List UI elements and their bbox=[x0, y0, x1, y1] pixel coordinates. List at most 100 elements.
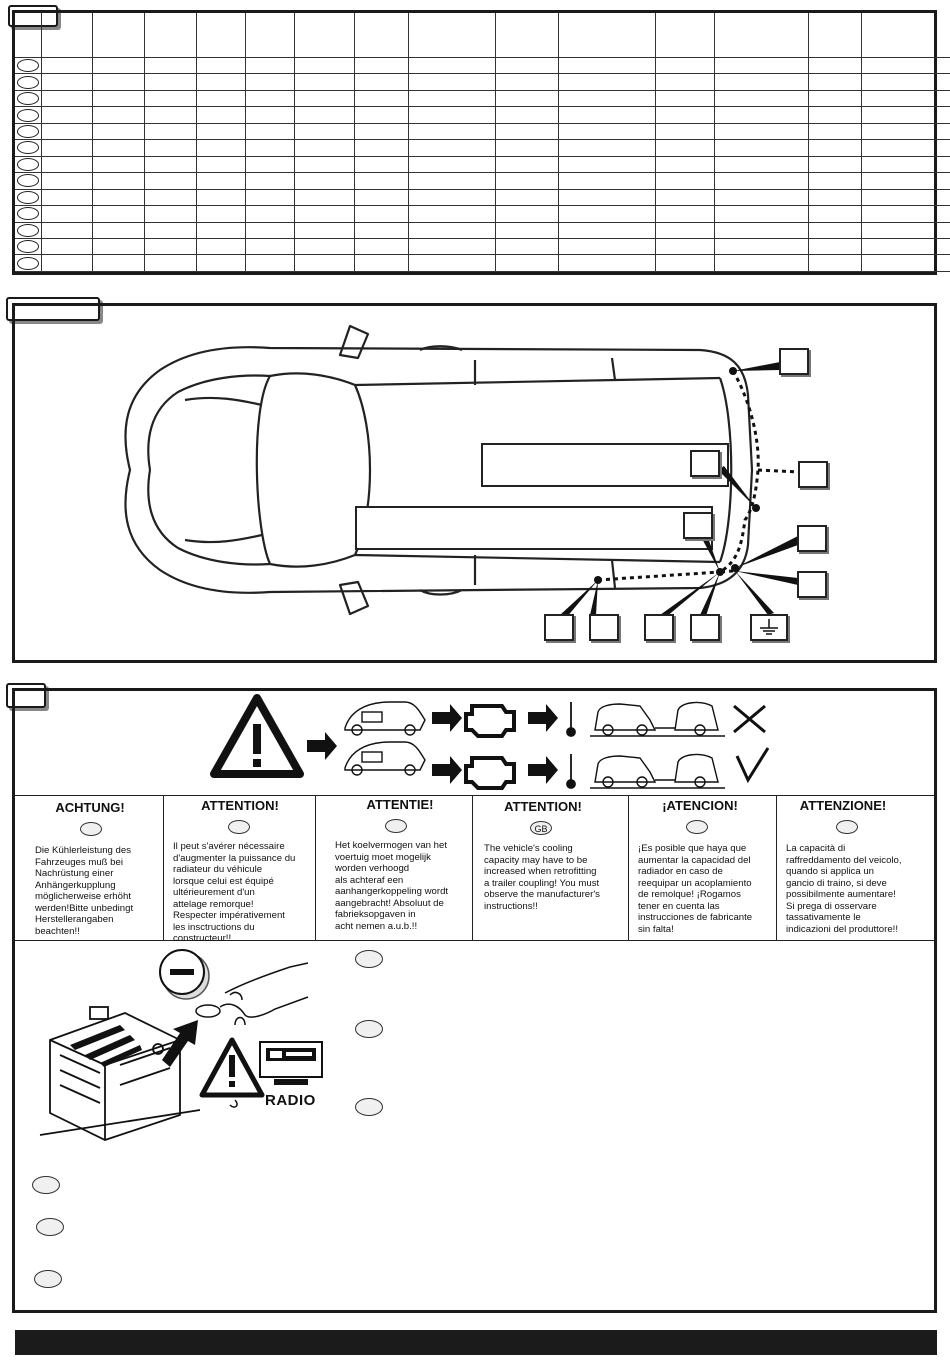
table-cell bbox=[558, 189, 656, 207]
table-header-cell bbox=[92, 13, 145, 58]
table-cell bbox=[808, 254, 862, 272]
label-box-lower bbox=[355, 506, 713, 550]
table-cell bbox=[495, 123, 559, 141]
warning-title: ATTENTION! bbox=[201, 798, 279, 813]
table-cell bbox=[808, 222, 862, 239]
table-row bbox=[15, 156, 950, 174]
table-cell bbox=[92, 90, 145, 108]
callout-box-8 bbox=[589, 614, 619, 641]
warning-text: Het koelvermogen van het voertuig moet m… bbox=[335, 840, 449, 932]
table-cell bbox=[92, 156, 145, 174]
table-cell bbox=[808, 106, 862, 124]
table-cell bbox=[354, 172, 409, 190]
table-row bbox=[15, 139, 950, 157]
instruction-pill bbox=[355, 1098, 383, 1116]
table-cell bbox=[861, 172, 950, 190]
instruction-pill bbox=[355, 1020, 383, 1038]
callout-box-7 bbox=[544, 614, 574, 641]
table-cell bbox=[92, 254, 145, 272]
table-cell bbox=[41, 189, 93, 207]
table-cell bbox=[196, 254, 246, 272]
row-marker bbox=[17, 157, 39, 171]
table-cell bbox=[558, 139, 656, 157]
table-cell bbox=[92, 222, 145, 239]
table-cell bbox=[714, 156, 809, 174]
table-header-cell bbox=[41, 13, 93, 58]
table-cell bbox=[245, 189, 295, 207]
table-cell bbox=[808, 139, 862, 157]
table-cell bbox=[92, 106, 145, 124]
table-cell bbox=[655, 73, 715, 91]
table-header-cell bbox=[196, 13, 246, 58]
left-mirror bbox=[338, 324, 370, 360]
table-cell bbox=[558, 156, 656, 174]
table-cell bbox=[495, 57, 559, 75]
table-cell bbox=[408, 238, 496, 256]
table-cell bbox=[808, 205, 862, 223]
table-cell bbox=[408, 73, 496, 91]
table-cell bbox=[861, 222, 950, 239]
table-cell bbox=[245, 90, 295, 108]
table-cell bbox=[495, 106, 559, 124]
table-cell bbox=[558, 123, 656, 141]
table-cell bbox=[354, 156, 409, 174]
cross-icon bbox=[733, 704, 766, 734]
table-cell bbox=[655, 222, 715, 239]
row-marker bbox=[17, 207, 39, 221]
table-cell bbox=[558, 90, 656, 108]
table-cell bbox=[558, 222, 656, 239]
table-cell bbox=[408, 189, 496, 207]
row-marker-cell bbox=[15, 90, 42, 108]
table-row bbox=[15, 73, 950, 91]
row-marker-cell bbox=[15, 222, 42, 239]
table-cell bbox=[495, 139, 559, 157]
wire-path-branch bbox=[757, 468, 801, 474]
table-cell bbox=[354, 106, 409, 124]
table-header-cell bbox=[144, 13, 197, 58]
table-cell bbox=[495, 222, 559, 239]
table-cell bbox=[408, 123, 496, 141]
row-marker bbox=[17, 141, 39, 155]
row-marker bbox=[17, 75, 39, 89]
instruction-pill bbox=[355, 950, 383, 968]
table-cell bbox=[558, 73, 656, 91]
table-cell bbox=[354, 222, 409, 239]
row-marker bbox=[17, 92, 39, 106]
table-cell bbox=[41, 254, 93, 272]
table-cell bbox=[655, 205, 715, 223]
radio-label: RADIO bbox=[265, 1092, 316, 1109]
table-cell bbox=[294, 222, 355, 239]
table-row bbox=[15, 123, 950, 141]
table-cell bbox=[408, 57, 496, 75]
table-cell bbox=[655, 90, 715, 108]
table-header-cell bbox=[558, 13, 656, 58]
table-cell bbox=[294, 172, 355, 190]
label-box-upper bbox=[481, 443, 729, 487]
table-cell bbox=[808, 73, 862, 91]
row-marker-cell bbox=[15, 123, 42, 141]
row-marker-cell bbox=[15, 205, 42, 223]
table-cell bbox=[144, 90, 197, 108]
table-cell bbox=[144, 57, 197, 75]
table-cell bbox=[196, 139, 246, 157]
table-cell bbox=[714, 189, 809, 207]
table-cell bbox=[354, 123, 409, 141]
table-cell bbox=[41, 156, 93, 174]
table-cell bbox=[41, 222, 93, 239]
instruction-pill bbox=[34, 1270, 62, 1288]
row-marker-cell bbox=[15, 139, 42, 157]
table-cell bbox=[144, 205, 197, 223]
language-badge bbox=[385, 819, 407, 833]
warning-section-frame bbox=[12, 688, 937, 1313]
table-cell bbox=[245, 222, 295, 239]
table-cell bbox=[495, 156, 559, 174]
wiring-diagram-frame bbox=[12, 303, 937, 663]
table-cell bbox=[714, 254, 809, 272]
table-cell bbox=[144, 189, 197, 207]
table-cell bbox=[655, 172, 715, 190]
table-cell bbox=[861, 189, 950, 207]
row-marker-cell bbox=[15, 189, 42, 207]
table-cell bbox=[196, 205, 246, 223]
table-cell bbox=[861, 238, 950, 256]
table-cell bbox=[714, 106, 809, 124]
